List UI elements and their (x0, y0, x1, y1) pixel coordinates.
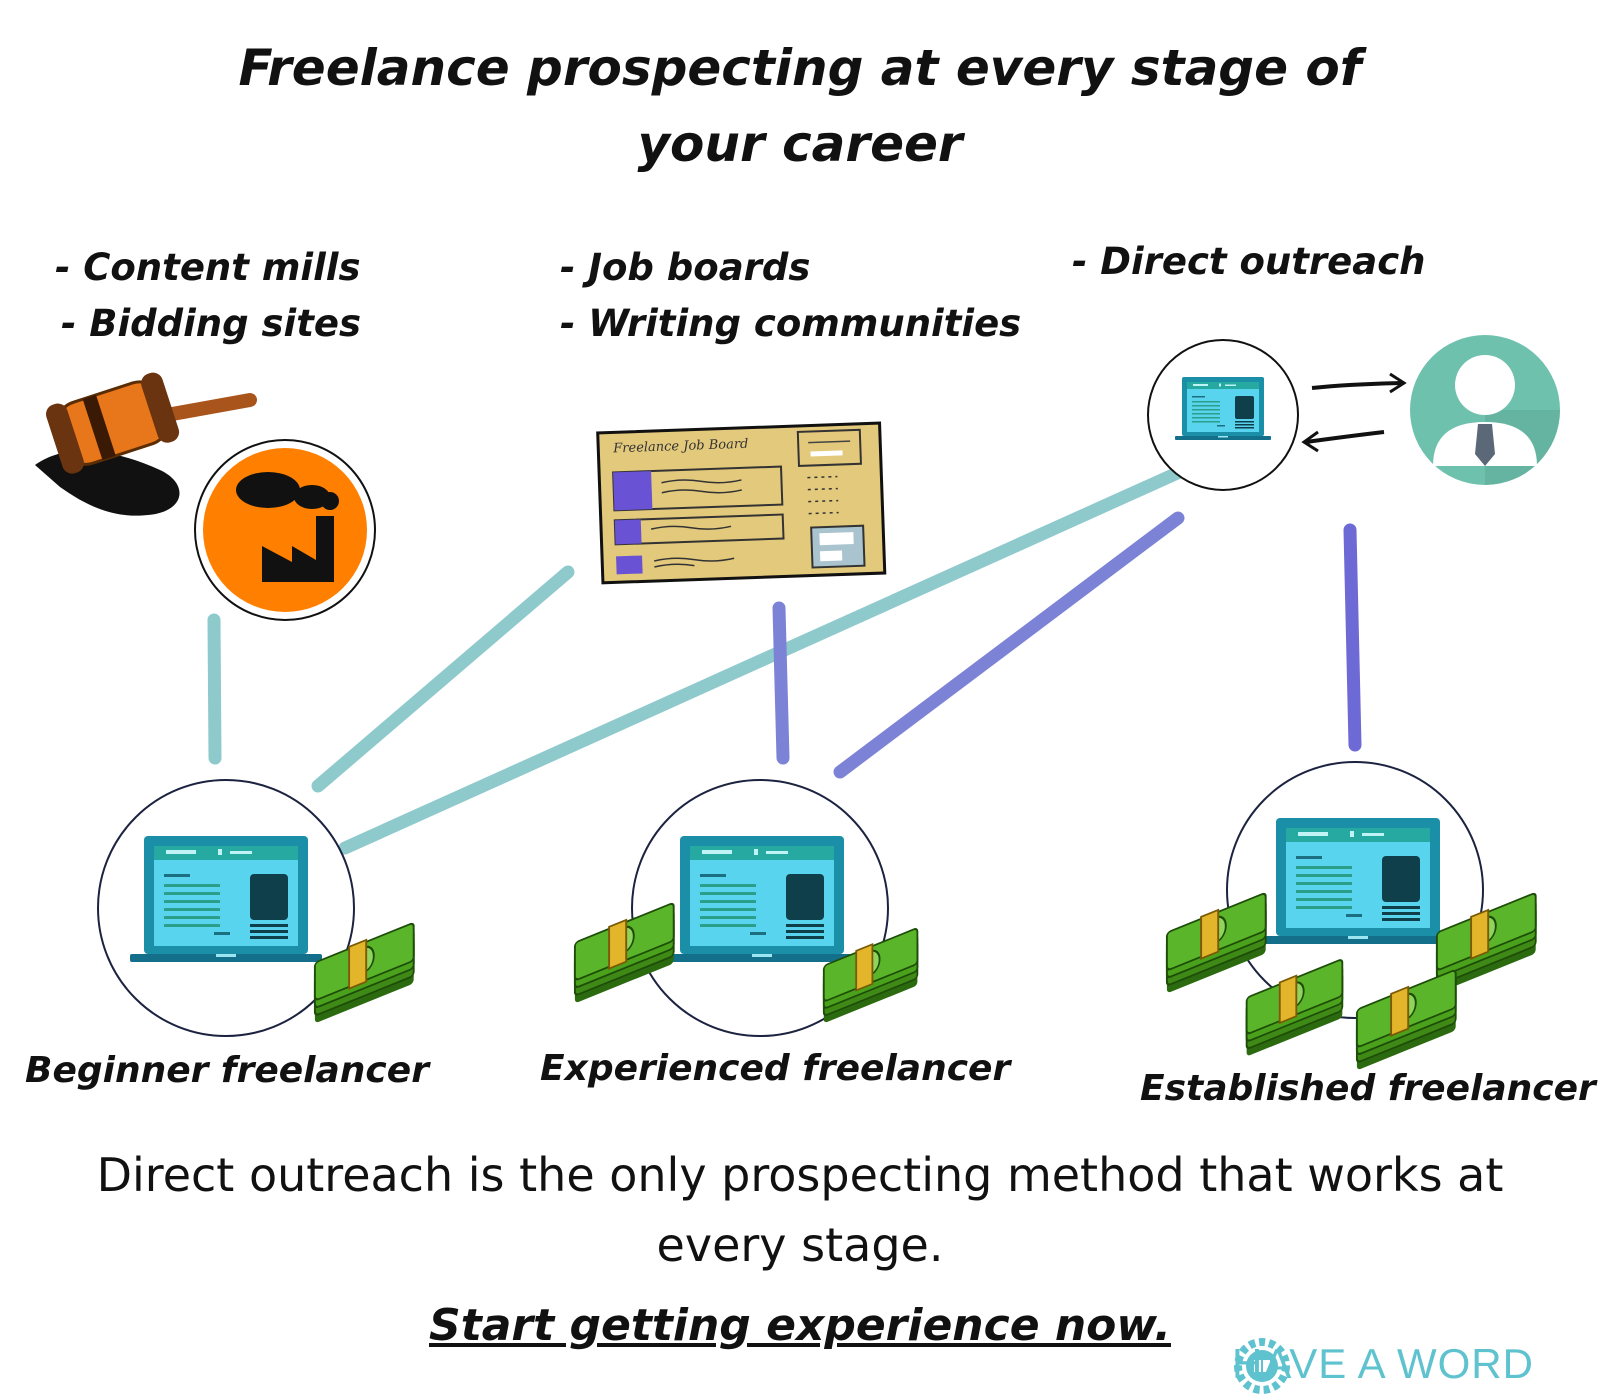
gavel-icon (35, 372, 257, 516)
title-line-2: your career (637, 115, 963, 173)
footer-message: Direct outreach is the only prospecting … (0, 1140, 1600, 1280)
content-mill-icon (194, 439, 376, 621)
outreach-arrows (1301, 372, 1407, 453)
source-writing-communities: - Writing communities (560, 302, 1022, 345)
beginner-sources: - Content mills - Bidding sites (55, 240, 361, 352)
connector-outreach-to-established (1343, 523, 1362, 752)
source-job-boards: - Job boards (560, 246, 811, 289)
stage-label-beginner: Beginner freelancer (25, 1050, 429, 1091)
connector-lines (207, 463, 1362, 855)
brand-name: HAVE A WORD (1232, 1340, 1534, 1387)
client-avatar-icon (1410, 335, 1560, 485)
connector-outreach-to-beginner (338, 463, 1191, 855)
call-to-action: Start getting experience now. (429, 1300, 1171, 1351)
footer-line-1: Direct outreach is the only prospecting … (96, 1148, 1504, 1202)
experienced-sources: - Job boards - Writing communities (560, 240, 1021, 352)
laptop-icon (666, 836, 858, 962)
source-bidding-sites: - Bidding sites (61, 302, 361, 345)
source-content-mills: - Content mills (55, 246, 361, 289)
title-line-1: Freelance prospecting at every stage of (238, 39, 1362, 97)
footer-line-2: every stage. (656, 1218, 944, 1272)
stage-label-established: Established freelancer (1140, 1068, 1596, 1109)
job-board-card-label: Freelance Job Board (612, 437, 749, 457)
experienced-stage-graphic (573, 779, 919, 1037)
job-board-icon: Freelance Job Board (596, 421, 887, 585)
connector-job-board-to-beginner (311, 565, 575, 793)
money-stack-icon (1165, 891, 1267, 995)
stage-label-experienced: Experienced freelancer (540, 1048, 1011, 1089)
page-title: Freelance prospecting at every stage of … (0, 30, 1600, 182)
outreach-laptop-circle (1147, 339, 1299, 491)
laptop-icon (130, 836, 322, 962)
established-stage-graphic (1165, 761, 1537, 1072)
established-sources: - Direct outreach (1072, 234, 1426, 290)
laptop-icon (1262, 818, 1454, 944)
laptop-icon (1175, 377, 1271, 440)
beginner-stage-graphic (97, 779, 415, 1037)
brand-logo-icon (1234, 1338, 1290, 1394)
connector-outreach-to-experienced (833, 511, 1185, 779)
connector-job-board-to-experienced (772, 601, 790, 765)
connector-content-mills-to-beginner (207, 613, 222, 765)
money-stack-icon (573, 901, 675, 1005)
source-direct-outreach: - Direct outreach (1072, 240, 1426, 283)
